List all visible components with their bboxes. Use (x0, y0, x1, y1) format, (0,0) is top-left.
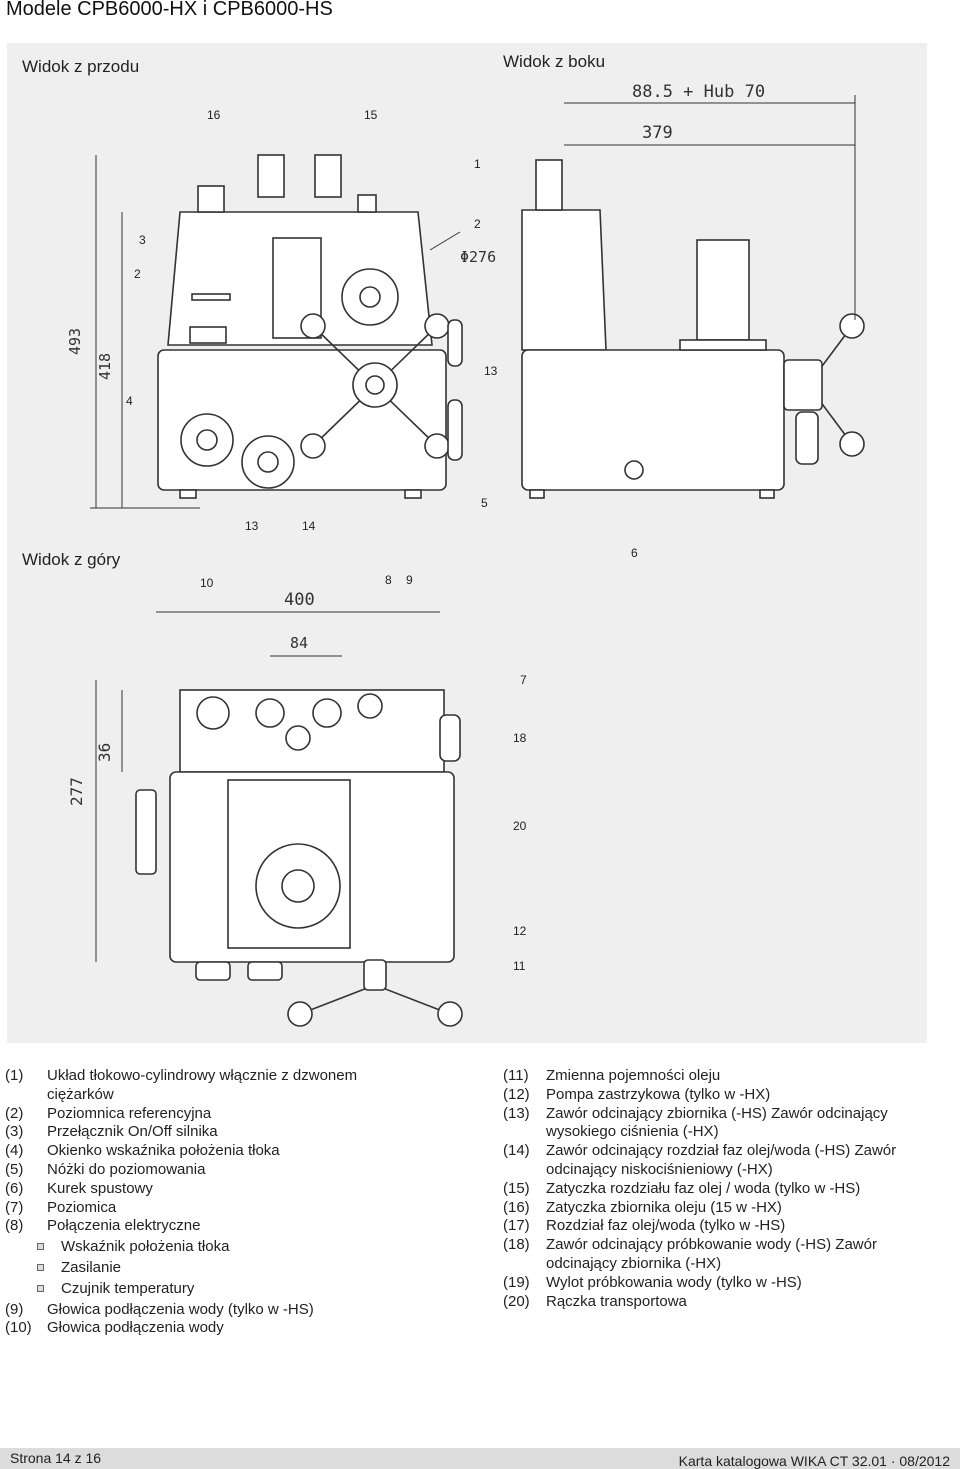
dim-top-84: 84 (290, 634, 308, 652)
legend-item: (18)Zawór odcinający próbkowanie wody (-… (503, 1236, 877, 1272)
legend-item: (7)Poziomica (5, 1198, 117, 1216)
legend-item: (15)Zatyczka rozdziału faz olej / woda (… (503, 1179, 861, 1197)
legend-item: (1)Układ tłokowo-cylindrowy włącznie z d… (5, 1067, 358, 1103)
legend-item: (10)Głowica podłączenia wody (5, 1319, 224, 1337)
legend-item: (9)Głowica podłączenia wody (tylko w -HS… (5, 1300, 314, 1318)
legend-item: (2)Poziomnica referencyjna (5, 1104, 212, 1122)
callout-number: 3 (139, 233, 146, 247)
page-number: Strona 14 z 16 (10, 1450, 102, 1466)
catalog-reference: Karta katalogowa WIKA CT 32.01 · 08/2012 (678, 1453, 950, 1469)
legend-item: (5)Nóżki do poziomowania (5, 1160, 206, 1178)
callout-number: 1 (474, 157, 481, 171)
legend-item: (20)Rączka transportowa (503, 1292, 687, 1310)
callout-number: 18 (513, 731, 527, 745)
callout-number: 8 (385, 573, 392, 587)
dim-side-379: 379 (642, 123, 673, 143)
legend-item: (8)Połączenia elektryczne (5, 1217, 201, 1235)
side-view-label: Widok z boku (503, 52, 606, 71)
legend-item: (17)Rozdział faz olej/woda (tylko w -HS) (503, 1217, 786, 1235)
callout-number: 12 (513, 924, 527, 938)
dim-top-400: 400 (284, 590, 315, 610)
callout-number: 10 (200, 576, 214, 590)
bullet-icon (37, 1243, 44, 1251)
callout-number: 13 (245, 519, 259, 533)
callout-number: 15 (364, 108, 378, 122)
callout-number: 16 (207, 108, 221, 122)
callout-number: 6 (631, 546, 638, 560)
dim-side-885: 88.5 + Hub 70 (632, 82, 765, 102)
bullet-icon (37, 1263, 44, 1271)
page-footer: Strona 14 z 16 Karta katalogowa WIKA CT … (0, 1448, 960, 1469)
callout-number: 7 (520, 673, 527, 687)
legend-item: (12)Pompa zastrzykowa (tylko w -HX) (503, 1085, 771, 1103)
legend-right: (11)Zmienna pojemności oleju (12)Pompa z… (503, 1067, 948, 1311)
legend-item: (6)Kurek spustowy (5, 1179, 153, 1197)
callout-number: 5 (481, 496, 488, 510)
legend-item: (19)Wylot próbkowania wody (tylko w -HS) (503, 1273, 802, 1291)
dim-front-418: 418 (96, 353, 114, 380)
technical-drawing-panel (7, 43, 927, 1043)
legend-subitem: Czujnik temperatury (5, 1280, 425, 1299)
page-title: Modele CPB6000-HX i CPB6000-HS (6, 0, 333, 20)
dim-front-d276: Φ276 (460, 248, 496, 266)
callout-number: 11 (513, 959, 526, 973)
callout-number: 2 (474, 217, 481, 231)
legend-item: (3)Przełącznik On/Off silnika (5, 1123, 218, 1141)
dim-top-277: 277 (67, 777, 86, 806)
callout-number: 4 (126, 394, 133, 408)
callout-number: 9 (406, 573, 413, 587)
callout-number: 20 (513, 819, 527, 833)
callout-number: 14 (302, 519, 316, 533)
front-view-label: Widok z przodu (22, 57, 140, 76)
legend-left: (1)Układ tłokowo-cylindrowy włącznie z d… (5, 1067, 425, 1338)
legend-item: (16)Zatyczka zbiornika oleju (15 w -HX) (503, 1198, 782, 1216)
dim-top-36: 36 (95, 743, 114, 762)
legend-subitem: Wskaźnik położenia tłoka (5, 1238, 425, 1257)
top-view-label: Widok z góry (22, 550, 121, 569)
legend-subitem: Zasilanie (5, 1259, 425, 1278)
dim-front-493: 493 (66, 328, 84, 355)
callout-number: 13 (484, 364, 498, 378)
callout-number: 2 (134, 267, 141, 281)
legend-item: (13)Zawór odcinający zbiornika (-HS) Zaw… (503, 1104, 888, 1141)
legend-item: (14)Zawór odcinający rozdział faz olej/w… (503, 1142, 897, 1178)
bullet-icon (37, 1284, 44, 1292)
legend-item: (11)Zmienna pojemności oleju (503, 1067, 721, 1084)
legend-item: (4)Okienko wskaźnika położenia tłoka (5, 1142, 280, 1160)
